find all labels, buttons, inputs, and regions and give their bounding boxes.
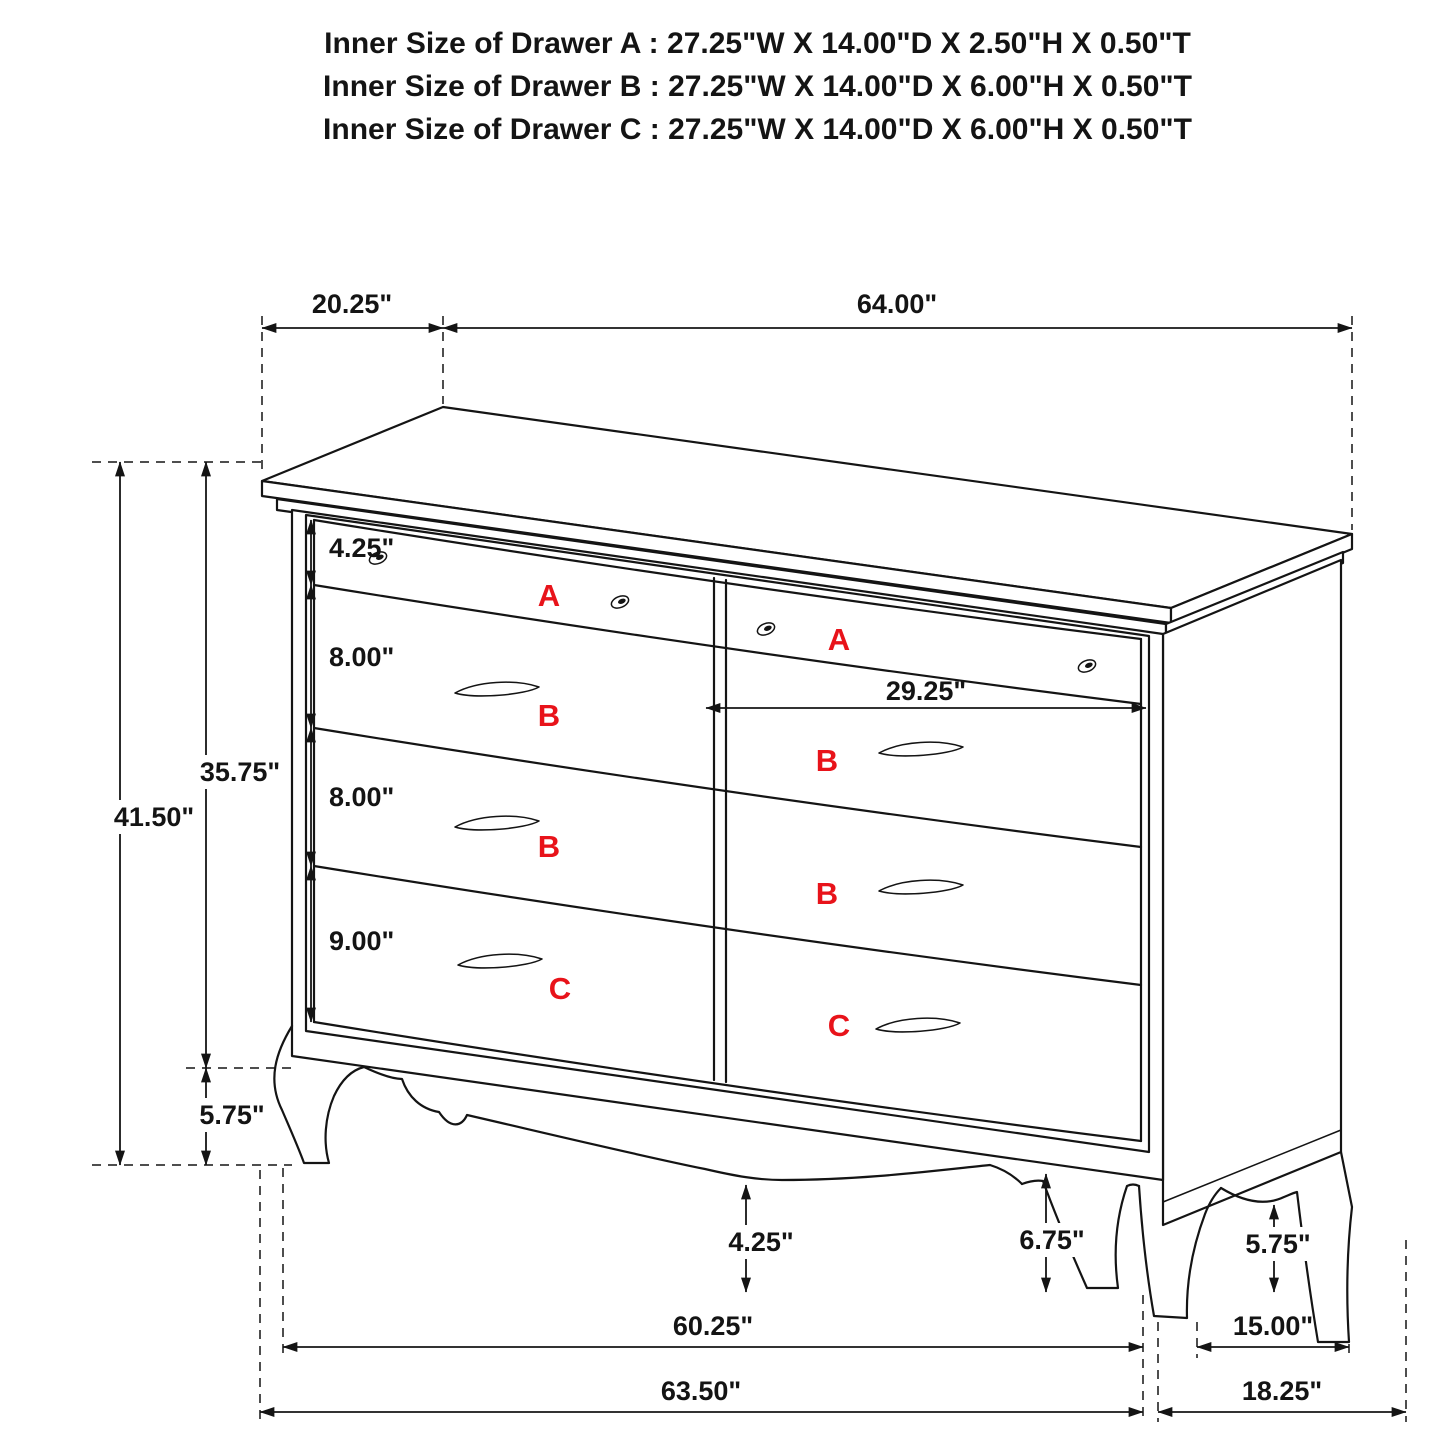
front-right-leg xyxy=(1137,1184,1223,1320)
row-line-top xyxy=(312,518,1143,641)
drawer-pull-icon xyxy=(454,681,540,697)
drawer-pull-icon xyxy=(457,953,543,969)
dresser-top xyxy=(260,405,1354,637)
drawer-label-left-b1: B xyxy=(538,698,560,733)
drawer-pull-icon xyxy=(878,879,964,895)
dimension-labels: 20.25" 64.00" 41.50" 35.75" 5.75" 4.25" … xyxy=(104,289,1322,1406)
dim-label-side-outer-depth: 18.25" xyxy=(1242,1376,1322,1406)
dim-label-overall-height: 41.50" xyxy=(114,802,194,832)
dim-label-left-leg-height: 5.75" xyxy=(199,1100,264,1130)
knob-icon xyxy=(756,622,776,636)
extension-lines xyxy=(92,316,1407,1422)
dim-label-right-drawer-width: 29.25" xyxy=(886,676,966,706)
knob-icon xyxy=(1077,659,1097,673)
center-right-leg xyxy=(1020,1179,1141,1290)
drawer-handles xyxy=(368,551,1097,1033)
header-line-drawer-a: Inner Size of Drawer A : 27.25"W X 14.00… xyxy=(324,27,1191,60)
drawer-pull-icon xyxy=(878,741,964,757)
dim-label-side-leg-clearance: 5.75" xyxy=(1245,1229,1310,1259)
drawer-label-right-b1: B xyxy=(816,743,838,778)
drawer-label-right-c: C xyxy=(828,1008,850,1043)
side-panel xyxy=(1161,558,1343,1227)
knob-icon xyxy=(610,595,630,609)
dim-label-top-width: 64.00" xyxy=(857,289,937,319)
row-line-b-c xyxy=(312,864,1143,987)
dim-label-drawer-a-height: 4.25" xyxy=(329,533,394,563)
drawer-pull-icon xyxy=(875,1017,961,1033)
dim-label-apron-clearance: 4.25" xyxy=(728,1227,793,1257)
header-line-drawer-b: Inner Size of Drawer B : 27.25"W X 14.00… xyxy=(323,70,1192,103)
drawer-label-left-c: C xyxy=(549,971,571,1006)
drawer-label-right-b2: B xyxy=(816,876,838,911)
header-line-drawer-c: Inner Size of Drawer C : 27.25"W X 14.00… xyxy=(323,113,1192,146)
drawer-label-left-a: A xyxy=(538,578,560,613)
drawer-pull-icon xyxy=(454,815,540,831)
row-line-bottom xyxy=(312,1020,1143,1143)
front-left-leg-and-apron xyxy=(273,1024,1024,1186)
dim-label-front-outer-width: 63.50" xyxy=(661,1376,741,1406)
dim-label-top-depth: 20.25" xyxy=(312,289,392,319)
drawer-letter-labels: A B B C A B B C xyxy=(538,578,850,1043)
label-backplate xyxy=(1234,1227,1322,1261)
side-bottom-rail xyxy=(1162,1129,1342,1203)
drawer-label-right-a: A xyxy=(828,622,850,657)
knob-icon xyxy=(368,551,388,565)
drawer-inner-size-header: Inner Size of Drawer A : 27.25"W X 14.00… xyxy=(70,22,1445,151)
dim-label-drawer-b2-height: 8.00" xyxy=(329,782,394,812)
row-line-b-b xyxy=(312,726,1143,849)
dim-label-side-inner-span: 15.00" xyxy=(1233,1311,1313,1341)
dim-label-drawer-c-height: 9.00" xyxy=(329,926,394,956)
top-right-edge xyxy=(1169,532,1354,625)
drawer-label-left-b2: B xyxy=(538,829,560,864)
row-line-a-b xyxy=(312,583,1143,706)
label-backplate xyxy=(713,1225,809,1259)
label-backplate xyxy=(104,800,204,834)
dim-label-center-leg-clearance: 6.75" xyxy=(1019,1225,1084,1255)
dim-label-case-height: 35.75" xyxy=(200,757,280,787)
label-backplate xyxy=(188,1098,276,1132)
dresser-drawing xyxy=(260,405,1354,1344)
dim-label-drawer-b1-height: 8.00" xyxy=(329,642,394,672)
dim-label-front-inner-span: 60.25" xyxy=(673,1311,753,1341)
label-backplate xyxy=(1004,1223,1100,1257)
label-backplate xyxy=(190,755,290,789)
